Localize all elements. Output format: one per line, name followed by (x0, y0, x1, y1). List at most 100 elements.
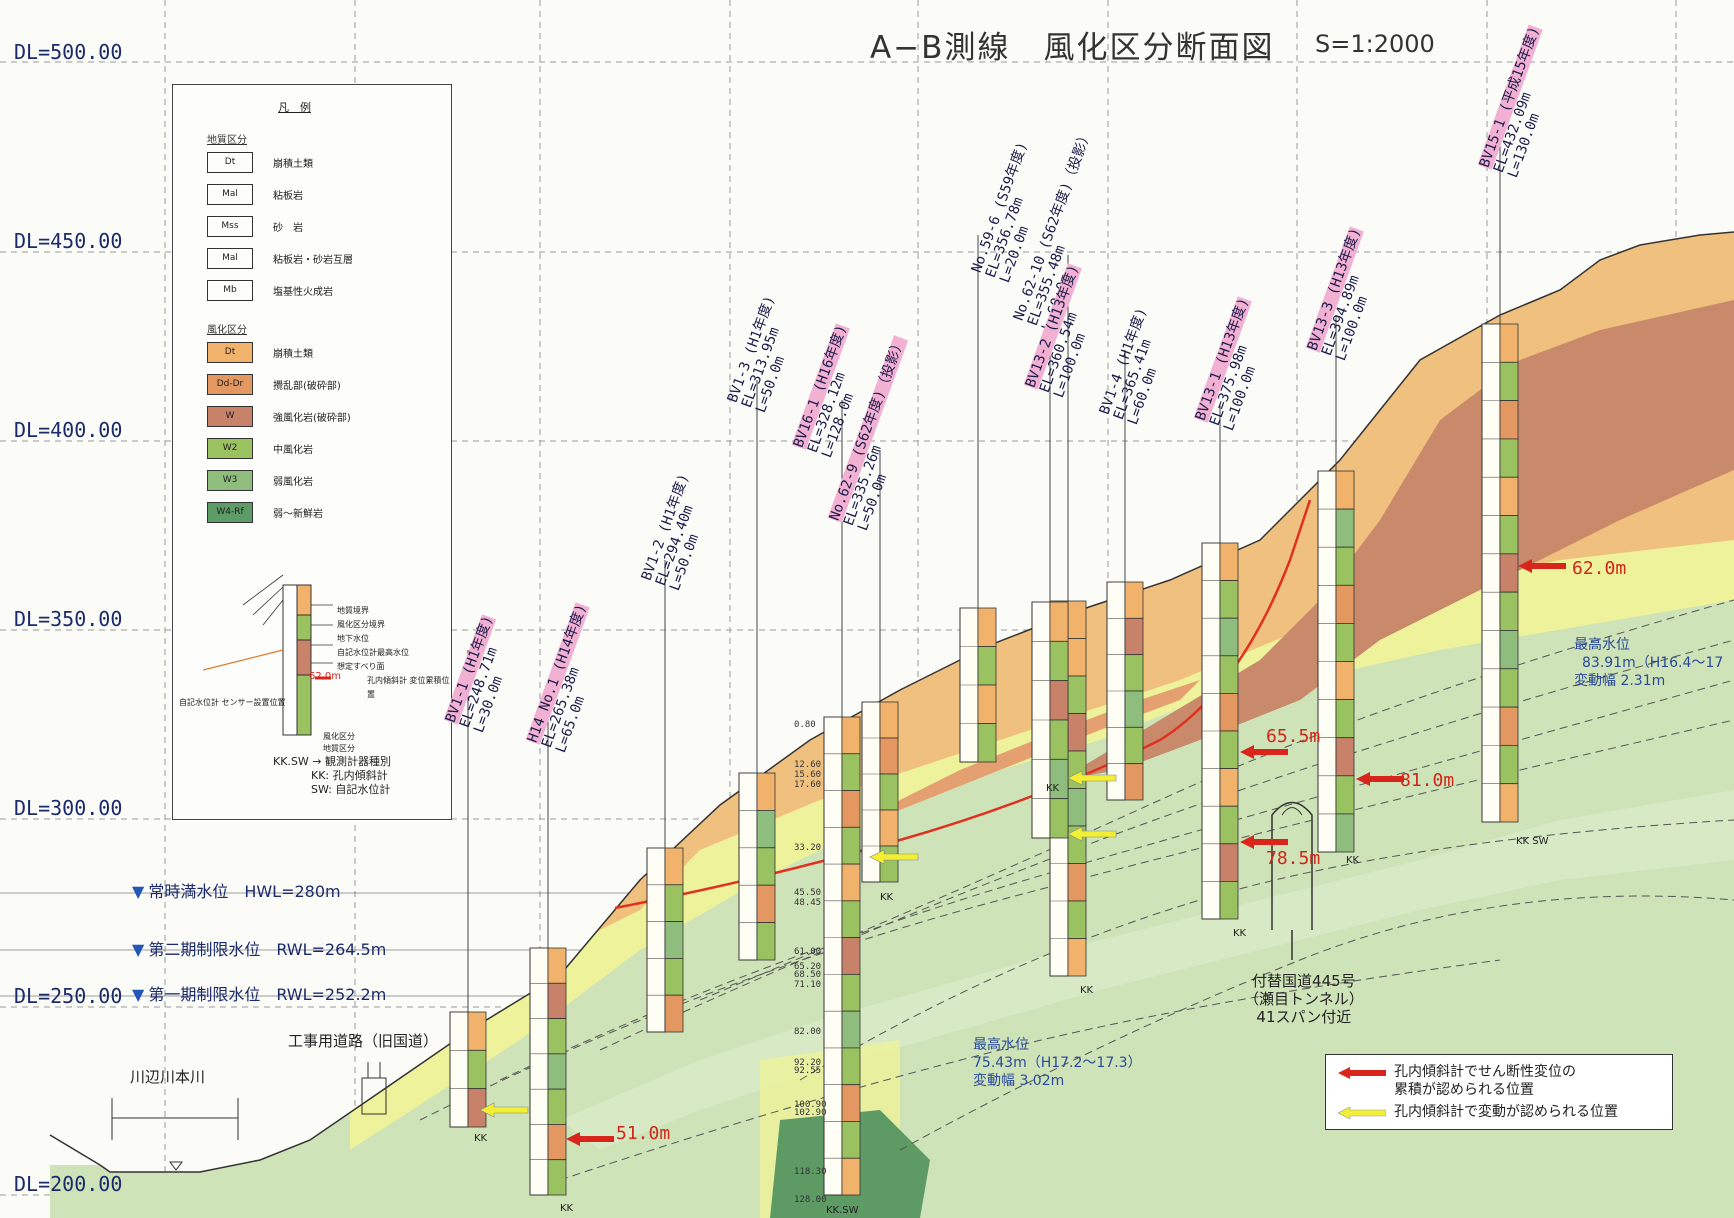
water-level-rwl1: ▼第一期制限水位 RWL=252.2m (132, 985, 387, 1004)
yellow-arrow-icon (1067, 770, 1117, 786)
instrument-tag: KK (474, 1133, 488, 1144)
river-channel (111, 1098, 239, 1171)
displacement-depth: 65.5m (1266, 726, 1321, 747)
borehole-weathering-segment (1067, 638, 1087, 677)
depth-mark: 100.90 (794, 1100, 827, 1110)
borehole-weathering-segment (1219, 617, 1239, 657)
yellow-arrow-icon (869, 849, 919, 865)
borehole-weathering-segment (1219, 730, 1239, 769)
borehole-weathering-segment (1499, 630, 1519, 670)
borehole-weathering-segment (1124, 581, 1144, 619)
borehole-weathering-segment (1124, 726, 1144, 765)
borehole-weathering-segment (1067, 863, 1087, 902)
legend-sensor-note: 自記水位計 センサー設置位置 (179, 698, 286, 707)
key-yellow: 孔内傾斜計で変動が認められる位置 (1338, 1103, 1618, 1121)
borehole-geology-column (646, 847, 666, 1033)
yellow-arrow-icon (479, 1102, 529, 1118)
instrument-tag: KK.SW (826, 1205, 859, 1216)
borehole-weathering-segment (879, 701, 899, 739)
depth-mark: 92.55 (794, 1066, 822, 1076)
instrument-tag: KK (1080, 985, 1094, 996)
depth-mark: 92.20 (794, 1058, 822, 1068)
displacement-depth: 62.0m (1572, 558, 1627, 579)
displacement-depth: 81.0m (1400, 770, 1455, 791)
displacement-arrows (479, 559, 1566, 1146)
borehole-weathering-segment (1067, 600, 1087, 639)
water-level-icon: ▼ (132, 985, 145, 1004)
legend-sample-notes: 地質境界 風化区分境界 地下水位 自記水位計最高水位 想定すべり面 孔内傾斜計 … (337, 606, 450, 699)
key-red: 孔内傾斜計でせん断性変位の累積が認められる位置 (1338, 1063, 1576, 1099)
depth-mark: 45.50 (794, 888, 822, 898)
borehole-weathering-segment (1124, 654, 1144, 692)
borehole-weathering-segment (1049, 798, 1069, 839)
displacement-depth: 78.5m (1266, 848, 1321, 869)
borehole-geology-column (738, 772, 758, 961)
scale-label: S=1:2000 (1315, 30, 1435, 58)
borehole-weathering-segment (756, 847, 776, 886)
borehole-weathering-segment (841, 1157, 861, 1196)
depth-mark: 118.30 (794, 1167, 827, 1177)
borehole-weathering-segment (1124, 690, 1144, 728)
water-level-rwl2: ▼第二期制限水位 RWL=264.5m (132, 940, 387, 959)
instrument-tag: KK (1233, 928, 1247, 939)
instrument-tag: KK (880, 892, 894, 903)
depth-mark: 12.60 (794, 760, 822, 770)
borehole-weathering-segment (1219, 768, 1239, 807)
legend-sample-depth: 62.0m (309, 671, 342, 682)
borehole-weathering-segment (756, 884, 776, 924)
instrument-tag: KK SW (1516, 836, 1549, 847)
borehole-geology-column (449, 1011, 469, 1128)
borehole-geology-column (823, 716, 843, 1196)
red-arrow-icon (1518, 559, 1566, 573)
max-water-level-note: 最高水位 83.91m（H16.4～17 変動幅 2.31m (1574, 637, 1724, 689)
yellow-arrow-icon (1338, 1107, 1386, 1119)
borehole-weathering-segment (977, 723, 997, 763)
borehole-weathering-segment (977, 684, 997, 724)
borehole-weathering-segment (1049, 601, 1069, 642)
borehole-weathering-segment (841, 826, 861, 865)
borehole-weathering-segment (879, 773, 899, 811)
red-arrow-icon (566, 1132, 614, 1146)
borehole-weathering-segment (1499, 476, 1519, 516)
borehole-weathering-segment (547, 1053, 567, 1090)
tunnel-label: 付替国道445号 （瀬目トンネル） 41スパン付近 (1244, 972, 1364, 1026)
borehole-weathering-segment (1067, 750, 1087, 789)
borehole-weathering-segment (1067, 900, 1087, 939)
borehole-weathering-segment (467, 1049, 487, 1090)
tunnel (1271, 801, 1313, 960)
borehole-weathering-segment (1335, 775, 1355, 815)
borehole-weathering-segment (756, 810, 776, 849)
borehole-weathering-segment (1335, 737, 1355, 777)
borehole-weathering-segment (841, 1121, 861, 1159)
borehole-weathering-segment (1499, 553, 1519, 593)
borehole-weathering-segment (1219, 881, 1239, 920)
datum-level-label: DL=250.00 (14, 984, 123, 1008)
borehole-weathering-segment (547, 1088, 567, 1125)
borehole-weathering-segment (841, 863, 861, 902)
borehole-weathering-segment (1499, 706, 1519, 746)
borehole-weathering-segment (547, 947, 567, 984)
yellow-arrow-icon (1067, 826, 1117, 842)
borehole-weathering-segment (1499, 783, 1519, 823)
diagram-title: A−B測線 風化区分断面図 (870, 30, 1275, 66)
borehole-weathering-segment (1335, 546, 1355, 586)
borehole-weathering-segment (1335, 584, 1355, 624)
borehole-geology-column (1481, 323, 1501, 823)
borehole-weathering-segment (1335, 699, 1355, 739)
borehole-weathering-segment (664, 884, 684, 922)
instrument-tag: KK (1346, 855, 1360, 866)
borehole-weathering-segment (547, 982, 567, 1019)
legend-title: 凡 例 (278, 101, 311, 114)
borehole-weathering-segment (977, 646, 997, 686)
